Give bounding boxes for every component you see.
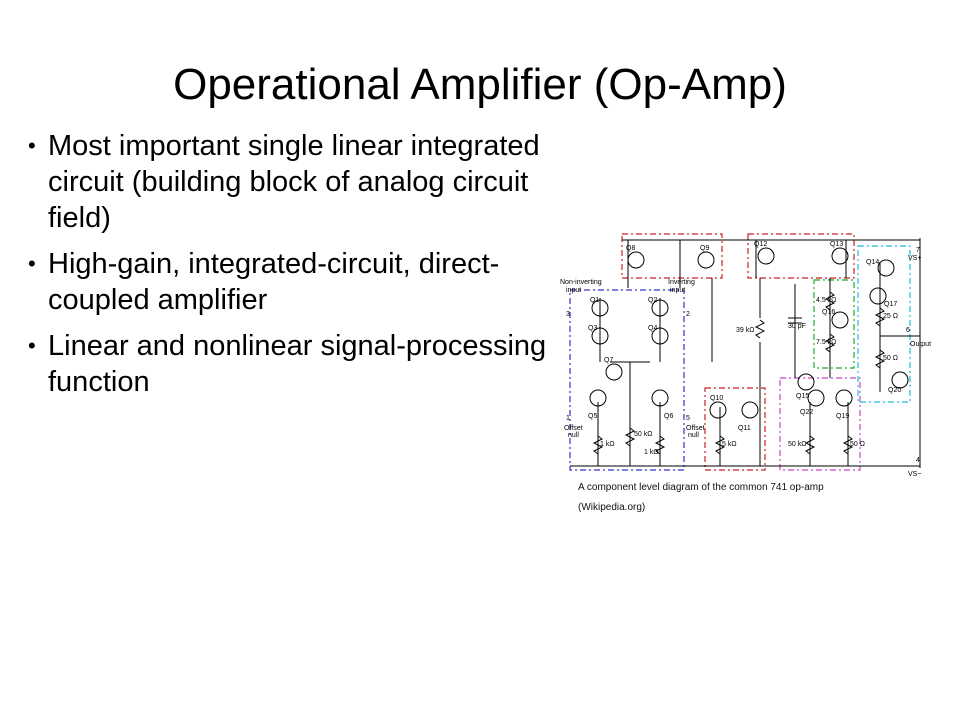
svg-text:50 Ω: 50 Ω xyxy=(883,355,898,362)
svg-text:50 kΩ: 50 kΩ xyxy=(788,441,806,448)
bullet-item: • Linear and nonlinear signal-processing… xyxy=(28,328,550,400)
svg-text:2: 2 xyxy=(686,311,690,318)
svg-text:null: null xyxy=(688,432,699,439)
svg-text:5: 5 xyxy=(686,415,690,422)
transistor-q8 xyxy=(627,251,645,269)
svg-text:Q2: Q2 xyxy=(648,297,657,304)
svg-text:Q6: Q6 xyxy=(664,413,673,420)
svg-text:30 pF: 30 pF xyxy=(788,323,806,330)
transistor-q16 xyxy=(831,311,849,329)
svg-text:VS+: VS+ xyxy=(908,255,921,262)
transistor-q14 xyxy=(877,259,895,277)
svg-text:Q4: Q4 xyxy=(648,325,657,332)
svg-text:VS−: VS− xyxy=(908,471,921,477)
svg-text:1 kΩ: 1 kΩ xyxy=(644,449,659,456)
svg-text:Inverting: Inverting xyxy=(668,279,695,286)
svg-text:39 kΩ: 39 kΩ xyxy=(736,327,754,334)
bullet-text: High-gain, integrated-circuit, direct-co… xyxy=(48,248,500,316)
svg-text:50 kΩ: 50 kΩ xyxy=(634,431,652,438)
svg-text:4.5 kΩ: 4.5 kΩ xyxy=(816,297,836,304)
op-amp-circuit-diagram: Q1 Q2 Q3 Q4 Q7 Q5 Q6 Q8 Q9 Q12 Q13 Q10 Q… xyxy=(560,233,931,477)
svg-text:Offset: Offset xyxy=(564,425,583,432)
svg-text:6: 6 xyxy=(906,327,910,334)
transistor-q20 xyxy=(891,371,909,389)
svg-text:Q7: Q7 xyxy=(604,357,613,364)
svg-text:Q22: Q22 xyxy=(800,409,813,416)
svg-text:Q16: Q16 xyxy=(822,309,835,316)
figure-caption: A component level diagram of the common … xyxy=(578,478,908,518)
svg-text:Q12: Q12 xyxy=(754,241,767,248)
svg-text:input: input xyxy=(670,287,685,294)
svg-text:Output: Output xyxy=(910,341,931,348)
transistor-q19 xyxy=(835,389,853,407)
svg-text:Q19: Q19 xyxy=(836,413,849,420)
transistor-q11 xyxy=(741,401,759,419)
block-vbe-multiplier xyxy=(813,279,855,369)
svg-text:Q3: Q3 xyxy=(588,325,597,332)
block-current-mirror-q12 xyxy=(747,233,855,279)
svg-text:25 Ω: 25 Ω xyxy=(883,313,898,320)
caption-line: A component level diagram of the common … xyxy=(578,482,824,493)
svg-text:Q9: Q9 xyxy=(700,245,709,252)
transistor-q6 xyxy=(651,389,669,407)
transistor-q15 xyxy=(797,373,815,391)
block-input-stage xyxy=(569,289,685,471)
svg-text:input: input xyxy=(566,287,581,294)
block-output-stage xyxy=(857,245,911,403)
svg-text:null: null xyxy=(568,432,579,439)
bullet-text: Most important single linear integrated … xyxy=(48,130,540,234)
svg-text:Q10: Q10 xyxy=(710,395,723,402)
svg-text:Q15: Q15 xyxy=(796,393,809,400)
transistor-q3 xyxy=(591,327,609,345)
block-bias-q10 xyxy=(704,387,766,471)
svg-text:7: 7 xyxy=(916,247,920,254)
transistor-q7 xyxy=(605,363,623,381)
svg-text:Q13: Q13 xyxy=(830,241,843,248)
svg-text:3: 3 xyxy=(566,311,570,318)
svg-text:1: 1 xyxy=(566,415,570,422)
bullet-list: • Most important single linear integrate… xyxy=(28,128,550,410)
bullet-icon: • xyxy=(28,333,36,358)
transistor-q5 xyxy=(589,389,607,407)
svg-text:Q11: Q11 xyxy=(738,425,751,432)
bullet-item: • High-gain, integrated-circuit, direct-… xyxy=(28,246,550,318)
transistor-q13 xyxy=(831,247,849,265)
svg-text:4: 4 xyxy=(916,457,920,464)
transistor-q9 xyxy=(697,251,715,269)
transistor-q2 xyxy=(651,299,669,317)
svg-text:50 Ω: 50 Ω xyxy=(850,441,865,448)
svg-text:Offset: Offset xyxy=(686,425,705,432)
block-gain-stage xyxy=(779,377,861,471)
bullet-text: Linear and nonlinear signal-processing f… xyxy=(48,330,547,398)
transistor-q1 xyxy=(591,299,609,317)
svg-text:Q1: Q1 xyxy=(590,297,599,304)
bullet-icon: • xyxy=(28,251,36,276)
svg-text:Q14: Q14 xyxy=(866,259,879,266)
bullet-icon: • xyxy=(28,133,36,158)
transistor-q4 xyxy=(651,327,669,345)
bullet-item: • Most important single linear integrate… xyxy=(28,128,550,236)
svg-text:Q8: Q8 xyxy=(626,245,635,252)
svg-text:Q5: Q5 xyxy=(588,413,597,420)
transistor-q22 xyxy=(807,389,825,407)
svg-text:1 kΩ: 1 kΩ xyxy=(600,441,615,448)
svg-text:7.5 kΩ: 7.5 kΩ xyxy=(816,339,836,346)
caption-source: (Wikipedia.org) xyxy=(578,502,646,513)
block-current-mirror-top xyxy=(621,233,723,279)
svg-text:Q20: Q20 xyxy=(888,387,901,394)
svg-text:Non-inverting: Non-inverting xyxy=(560,279,602,286)
svg-text:5 kΩ: 5 kΩ xyxy=(722,441,737,448)
transistor-q10 xyxy=(709,401,727,419)
svg-text:Q17: Q17 xyxy=(884,301,897,308)
transistor-q17 xyxy=(869,287,887,305)
slide-title: Operational Amplifier (Op-Amp) xyxy=(173,60,787,109)
transistor-q12 xyxy=(757,247,775,265)
